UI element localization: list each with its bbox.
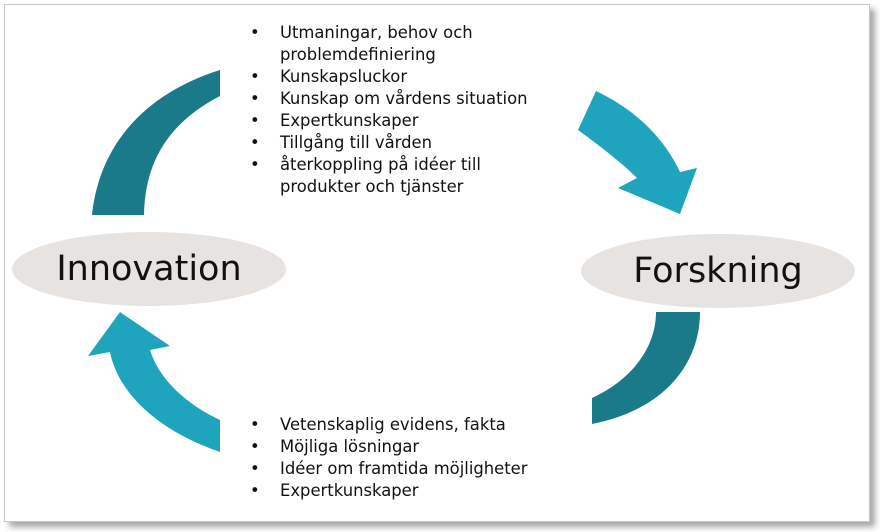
list-item: Vetenskaplig evidens, fakta [250, 414, 580, 436]
list-item: återkoppling på idéer till produkter och… [250, 154, 550, 198]
research-to-innovation-list: Vetenskaplig evidens, fakta Möjliga lösn… [250, 414, 580, 502]
list-item: Utmaningar, behov och problemdefiniering [250, 22, 550, 66]
arc-innovation-to-top [92, 70, 220, 215]
list-item: Tillgång till vården [250, 132, 550, 154]
list-item: Kunskap om vårdens situation [250, 88, 550, 110]
forskning-label: Forskning [633, 251, 803, 291]
arc-forskning-to-bottom [592, 312, 700, 424]
innovation-label: Innovation [56, 249, 242, 289]
innovation-to-research-list: Utmaningar, behov och problemdefiniering… [250, 22, 550, 198]
list-item: Expertkunskaper [250, 480, 580, 502]
forskning-node: Forskning [581, 234, 855, 308]
list-item: Kunskapsluckor [250, 66, 550, 88]
list-item: Expertkunskaper [250, 110, 550, 132]
list-item: Idéer om framtida möjligheter [250, 458, 580, 480]
list-item: Möjliga lösningar [250, 436, 580, 458]
arrow-to-innovation [88, 312, 220, 452]
innovation-node: Innovation [12, 232, 286, 306]
arrow-to-forskning [578, 91, 697, 214]
